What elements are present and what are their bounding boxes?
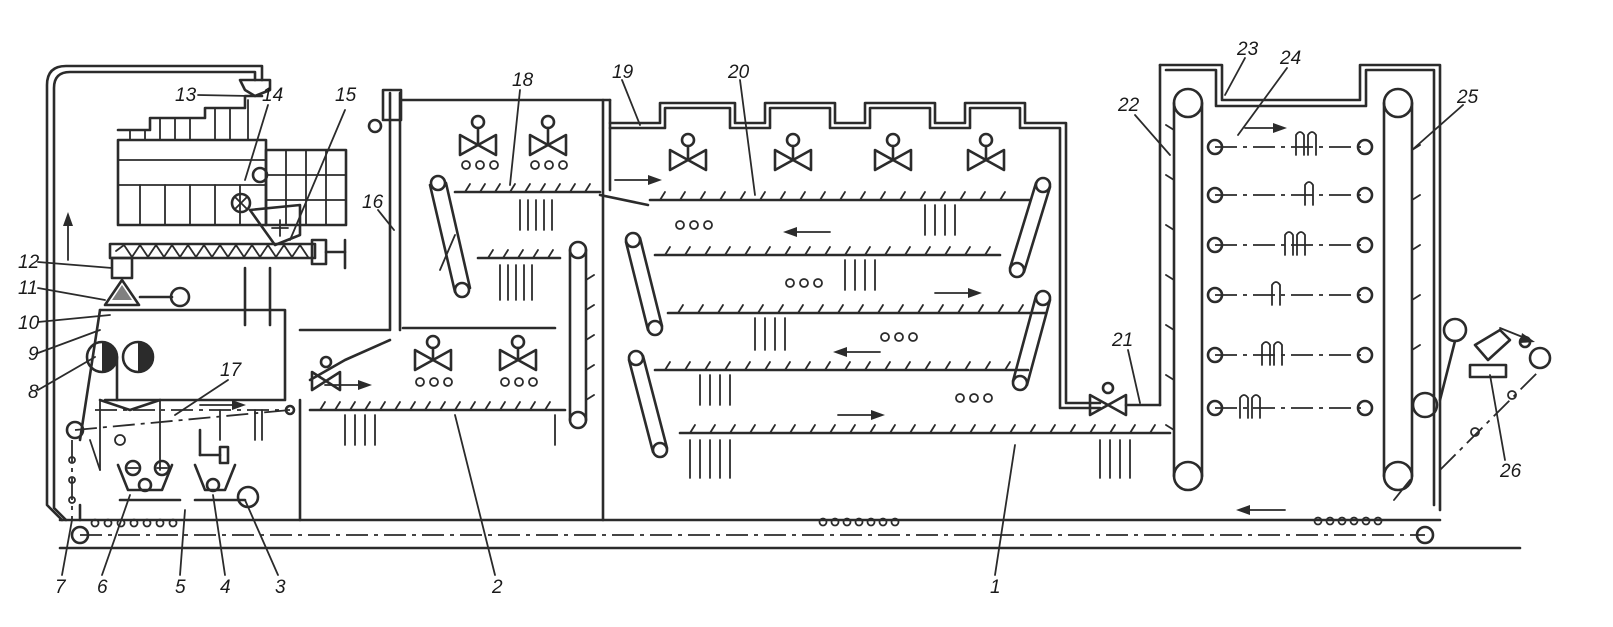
label-4: 4 (220, 577, 231, 598)
cooling-tower (1158, 63, 1442, 512)
label-10: 10 (18, 313, 40, 334)
label-22: 22 (1117, 95, 1140, 116)
label-21: 21 (1111, 330, 1133, 351)
chamber-fans (668, 132, 1006, 172)
label-9: 9 (28, 344, 39, 365)
callout-labels: 1 2 3 4 5 6 7 8 9 10 11 12 13 14 15 16 1… (18, 39, 1522, 598)
label-25: 25 (1456, 87, 1479, 108)
cooling-tiers (1206, 138, 1374, 417)
label-14: 14 (262, 85, 283, 106)
label-13: 13 (175, 85, 197, 106)
label-15: 15 (335, 85, 357, 106)
base-frame (58, 505, 1522, 550)
label-12: 12 (18, 252, 40, 273)
label-26: 26 (1499, 461, 1522, 482)
label-5: 5 (175, 577, 186, 598)
label-19: 19 (612, 62, 634, 83)
label-6: 6 (97, 577, 108, 598)
label-23: 23 (1236, 39, 1259, 60)
label-1: 1 (990, 577, 1001, 598)
return-arrow (1236, 505, 1286, 515)
output-unit (1438, 317, 1552, 471)
feeder-section (45, 64, 348, 522)
label-8: 8 (28, 382, 39, 403)
label-20: 20 (727, 62, 750, 83)
main-chamber (598, 63, 1172, 479)
label-17: 17 (220, 360, 243, 381)
base-rollers-left (90, 518, 178, 528)
section-two (298, 88, 612, 522)
label-7: 7 (55, 577, 67, 598)
base-rollers-right (1313, 516, 1383, 526)
base-rollers-middle (818, 517, 900, 527)
chamber-elevators (624, 176, 1052, 459)
fan-group-18 (458, 114, 568, 170)
label-16: 16 (362, 192, 384, 213)
label-18: 18 (512, 70, 534, 91)
label-11: 11 (18, 278, 38, 299)
hanging-products (1239, 131, 1317, 419)
leader-lines (37, 57, 1506, 576)
rack-ticks (129, 99, 249, 141)
fan-group-2 (413, 334, 538, 387)
label-2: 2 (491, 577, 503, 598)
label-3: 3 (275, 577, 286, 598)
label-24: 24 (1279, 48, 1301, 69)
